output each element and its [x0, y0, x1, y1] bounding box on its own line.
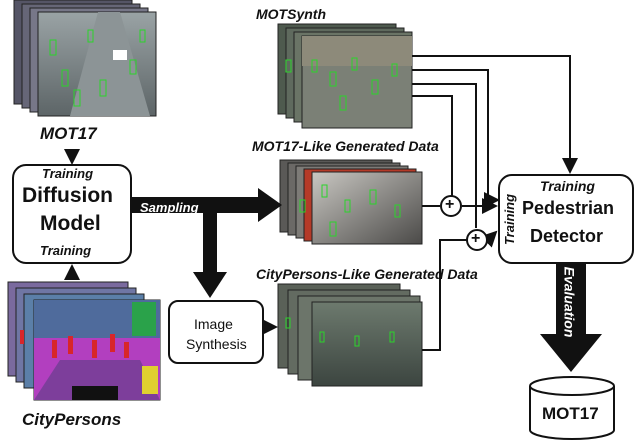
- motsynth-image-stack: [277, 23, 413, 129]
- sampling-label: Sampling: [140, 200, 199, 215]
- mot17-like-label: MOT17-Like Generated Data: [252, 138, 439, 154]
- sum-node-2: [466, 229, 488, 251]
- image-synthesis-line1: Image: [194, 316, 233, 332]
- diffusion-title-line1: Diffusion: [22, 184, 113, 207]
- diffusion-training-top-label: Training: [42, 166, 94, 181]
- detector-title-line2: Detector: [530, 226, 604, 246]
- citypersons-image-stack: [7, 281, 161, 401]
- motsynth-to-detector-arrow: [412, 55, 578, 174]
- plus-to-detector-arrow-2: [480, 230, 498, 248]
- diffusion-model-box: [12, 164, 132, 264]
- detector-training-top-label: Training: [540, 178, 595, 194]
- diffusion-title-line2: Model: [40, 212, 101, 235]
- sum-symbol-1: +: [445, 196, 455, 213]
- mot17-label: MOT17: [40, 124, 97, 143]
- motsynth-to-plus-line-2: [412, 83, 477, 228]
- citypersons-label: CityPersons: [22, 410, 122, 429]
- mot17-database-icon: [529, 376, 615, 440]
- detector-title-line1: Pedestrian: [522, 198, 615, 218]
- image-synthesis-line2: Synthesis: [186, 336, 247, 352]
- sampling-arrows: [132, 188, 282, 298]
- diffusion-training-bottom-label: Training: [40, 243, 92, 258]
- motsynth-label: MOTSynth: [256, 6, 326, 22]
- image-synthesis-box: [168, 300, 264, 364]
- detector-training-side-label: Training: [502, 193, 518, 246]
- mot17-image-stack: [13, 0, 157, 117]
- mot17-like-image-stack: [279, 159, 423, 245]
- evaluation-arrow: [540, 264, 602, 372]
- sum-symbol-2: +: [471, 230, 481, 247]
- motsynth-to-plus-line-3: [412, 95, 453, 196]
- citypersons-like-label: CityPersons-Like Generated Data: [256, 266, 478, 282]
- citypersons-like-to-plus-line: [422, 239, 468, 351]
- sum-node-1: [440, 195, 462, 217]
- evaluation-label: Evaluation: [561, 266, 578, 338]
- pedestrian-detector-box: [498, 174, 634, 264]
- eval-db-label: MOT17: [542, 404, 599, 423]
- motsynth-to-plus-line-1: [412, 69, 500, 208]
- citypersons-like-image-stack: [277, 283, 423, 387]
